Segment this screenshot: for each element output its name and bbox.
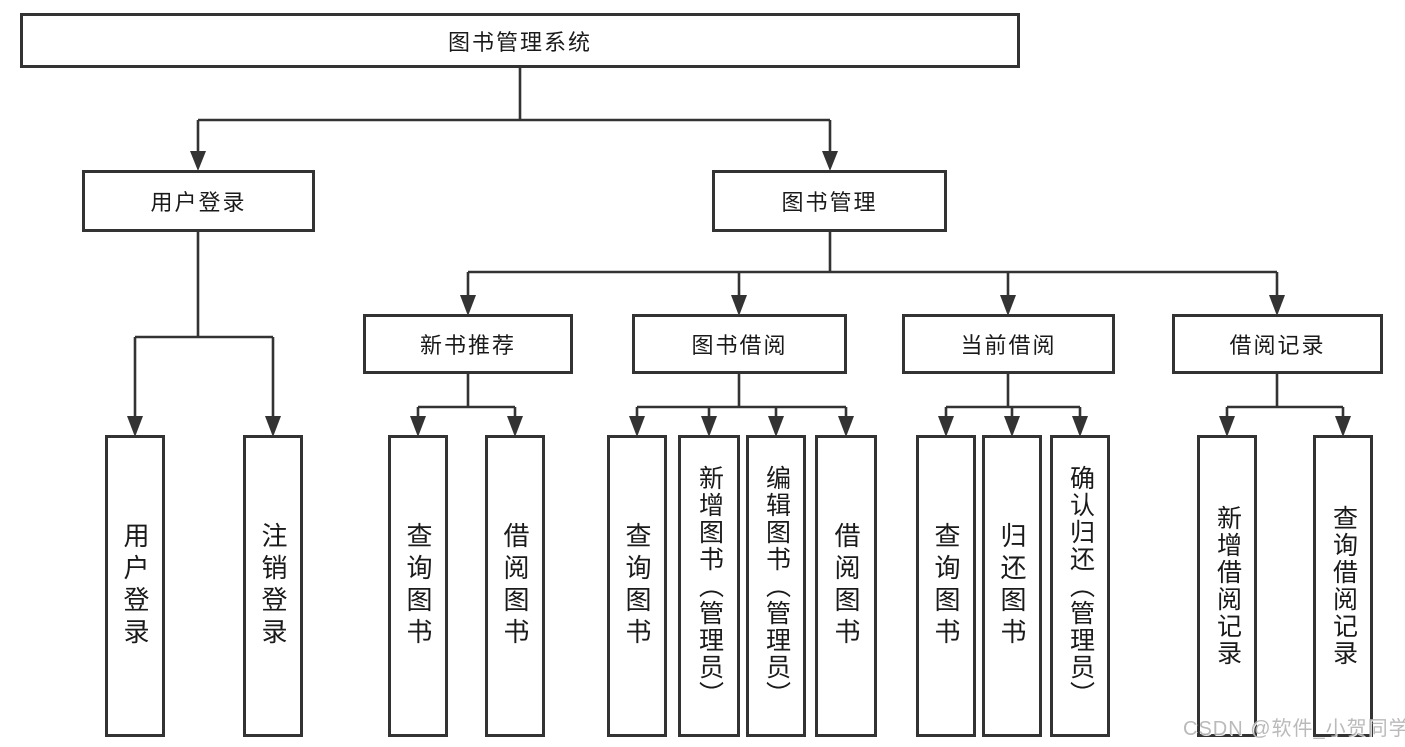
leaf-add-borrow-record: 新增借阅记录: [1197, 435, 1257, 737]
leaf-query-borrow-record: 查询借阅记录: [1313, 435, 1373, 737]
node-book-borrowing: 图书借阅: [632, 314, 847, 374]
leaf-borrow-books-1: 借阅图书: [485, 435, 545, 737]
node-book-management-label: 图书管理: [781, 190, 878, 215]
node-current-borrowing-label: 当前借阅: [960, 333, 1057, 358]
leaf-query-books-1: 查询图书: [388, 435, 448, 737]
node-book-management: 图书管理: [712, 170, 947, 232]
connector-user-login-to-leaves: [127, 230, 281, 437]
leaf-edit-books-admin-label: 编辑图书（管理员）: [762, 464, 791, 708]
leaf-confirm-return-admin-label: 确认归还（管理员）: [1066, 464, 1095, 708]
leaf-return-books: 归还图书: [982, 435, 1042, 737]
connector-new-book-recommend-to-leaves: [410, 372, 523, 437]
leaf-logout-label: 注销登录: [258, 522, 288, 650]
leaf-query-books-2: 查询图书: [607, 435, 667, 737]
leaf-borrow-books-2: 借阅图书: [815, 435, 877, 737]
leaf-confirm-return-admin: 确认归还（管理员）: [1050, 435, 1110, 737]
node-user-login: 用户登录: [82, 170, 315, 232]
leaf-query-borrow-record-label: 查询借阅记录: [1329, 505, 1358, 667]
node-new-book-recommend-label: 新书推荐: [419, 333, 516, 358]
leaf-user-login: 用户登录: [105, 435, 165, 737]
connector-root-to-level1: [190, 66, 838, 171]
node-borrowing-records: 借阅记录: [1172, 314, 1383, 374]
leaf-query-books-3-label: 查询图书: [931, 522, 961, 650]
connector-book-management-to-level3: [460, 230, 1285, 316]
connector-borrowing-records-to-leaves: [1219, 372, 1351, 437]
leaf-edit-books-admin: 编辑图书（管理员）: [746, 435, 806, 737]
node-root: 图书管理系统: [20, 13, 1020, 68]
leaf-add-borrow-record-label: 新增借阅记录: [1213, 505, 1242, 667]
node-user-login-label: 用户登录: [150, 190, 247, 215]
connector-current-borrowing-to-leaves: [938, 372, 1088, 437]
leaf-query-books-2-label: 查询图书: [622, 522, 652, 650]
leaf-borrow-books-1-label: 借阅图书: [500, 522, 530, 650]
node-root-label: 图书管理系统: [447, 29, 592, 55]
leaf-borrow-books-2-label: 借阅图书: [831, 522, 861, 650]
csdn-watermark: CSDN @软件_小贺同学: [1183, 718, 1405, 740]
connector-book-borrowing-to-leaves: [629, 372, 854, 437]
node-current-borrowing: 当前借阅: [902, 314, 1115, 374]
node-borrowing-records-label: 借阅记录: [1229, 333, 1326, 358]
leaf-add-books-admin-label: 新增图书（管理员）: [695, 464, 724, 708]
node-new-book-recommend: 新书推荐: [363, 314, 573, 374]
leaf-add-books-admin: 新增图书（管理员）: [678, 435, 740, 737]
leaf-return-books-label: 归还图书: [997, 522, 1027, 650]
leaf-query-books-3: 查询图书: [916, 435, 976, 737]
leaf-query-books-1-label: 查询图书: [403, 522, 433, 650]
node-book-borrowing-label: 图书借阅: [691, 333, 788, 358]
leaf-user-login-label: 用户登录: [120, 522, 150, 650]
leaf-logout: 注销登录: [243, 435, 303, 737]
